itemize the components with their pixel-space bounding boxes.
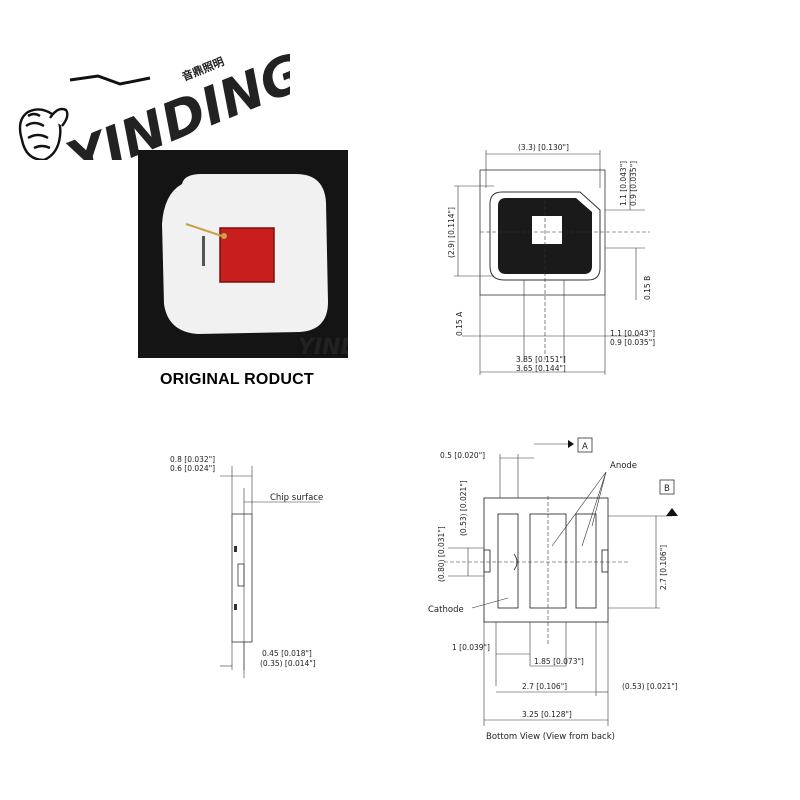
top-right-dim-a: 1.1 [0.043"] (619, 161, 628, 206)
bottom-dim-053-h: (0.53) [0.021"] (622, 682, 678, 691)
bottom-dim-325: 3.25 [0.128"] (522, 710, 572, 719)
top-right-bottom-dim-a: 1.1 [0.043"] (610, 329, 655, 338)
logo-fist-icon (18, 107, 69, 160)
top-tol-a: 0.15 A (455, 311, 464, 336)
photo-watermark: YINDING (298, 335, 348, 358)
bottom-dim-080: (0.80) [0.031"] (437, 526, 446, 582)
bond-pad (221, 233, 227, 239)
anode-label: Anode (610, 461, 637, 471)
anode-pad-right (575, 513, 597, 609)
yinding-logo: YINDING 音鼎照明 (18, 43, 290, 160)
marker-a: A (582, 442, 588, 452)
bottom-dim-185: 1.85 [0.073"] (534, 657, 584, 666)
photo-caption: ORIGINAL RODUCT (160, 371, 314, 388)
side-bottom-dim-a: 0.45 [0.018"] (262, 649, 312, 658)
top-view-die (532, 216, 562, 244)
marker-b: B (664, 484, 670, 494)
top-right-dim-b: 0.9 [0.035"] (629, 161, 638, 206)
logo-wordmark: YINDING (59, 43, 290, 160)
bond-wire (185, 223, 223, 237)
bottom-dim-27-h: 2.7 [0.106"] (522, 682, 567, 691)
top-view-drawing: (3.3) [0.130"] (2.9) [0.114"] 1.1 [0.043… (447, 143, 655, 375)
side-thick-dim-a: 0.8 [0.032"] (170, 455, 215, 464)
bottom-dim-053-v: (0.53) [0.021"] (459, 480, 468, 536)
side-view-chip (237, 563, 245, 587)
bottom-dim-top: 0.5 [0.020"] (440, 451, 485, 460)
led-marker (202, 236, 205, 266)
top-view-cup (489, 191, 601, 281)
bottom-dim-27-v: 2.7 [0.106"] (659, 545, 668, 590)
product-photo: YINDING (138, 150, 348, 358)
led-die (219, 227, 275, 283)
marker-a-box (577, 437, 593, 453)
top-bottom-dim-b: 3.65 [0.144"] (516, 364, 566, 373)
top-right-bottom-dim-b: 0.9 [0.035"] (610, 338, 655, 347)
side-view-body (231, 513, 253, 643)
bottom-view-drawing: A B 0.5 [0.020"] Anode (0.53) [0.021"] (… (428, 437, 678, 742)
top-view-outline (479, 169, 606, 296)
top-width-dim: (3.3) [0.130"] (518, 143, 569, 152)
side-thick-dim-b: 0.6 [0.024"] (170, 464, 215, 473)
side-bottom-dim-b: (0.35) [0.014"] (260, 659, 316, 668)
logo-swash-icon (69, 74, 151, 86)
side-chip-surface-label: Chip surface (270, 493, 323, 503)
top-bottom-dim-a: 3.85 [0.151"] (516, 355, 566, 364)
marker-b-box (659, 479, 675, 495)
side-notch-right (601, 549, 609, 573)
top-height-dim: (2.9) [0.114"] (447, 207, 456, 258)
side-notch-left (483, 549, 491, 573)
bottom-view-outline (483, 497, 609, 623)
cathode-label: Cathode (428, 605, 464, 615)
top-tol-b: 0.15 B (643, 276, 652, 300)
cathode-pad-left (497, 513, 519, 609)
bottom-view-caption: Bottom View (View from back) (486, 732, 615, 742)
side-view-drawing: 0.8 [0.032"] 0.6 [0.024"] Chip surface 0… (170, 455, 323, 678)
bottom-dim-1: 1 [0.039"] (452, 643, 490, 652)
